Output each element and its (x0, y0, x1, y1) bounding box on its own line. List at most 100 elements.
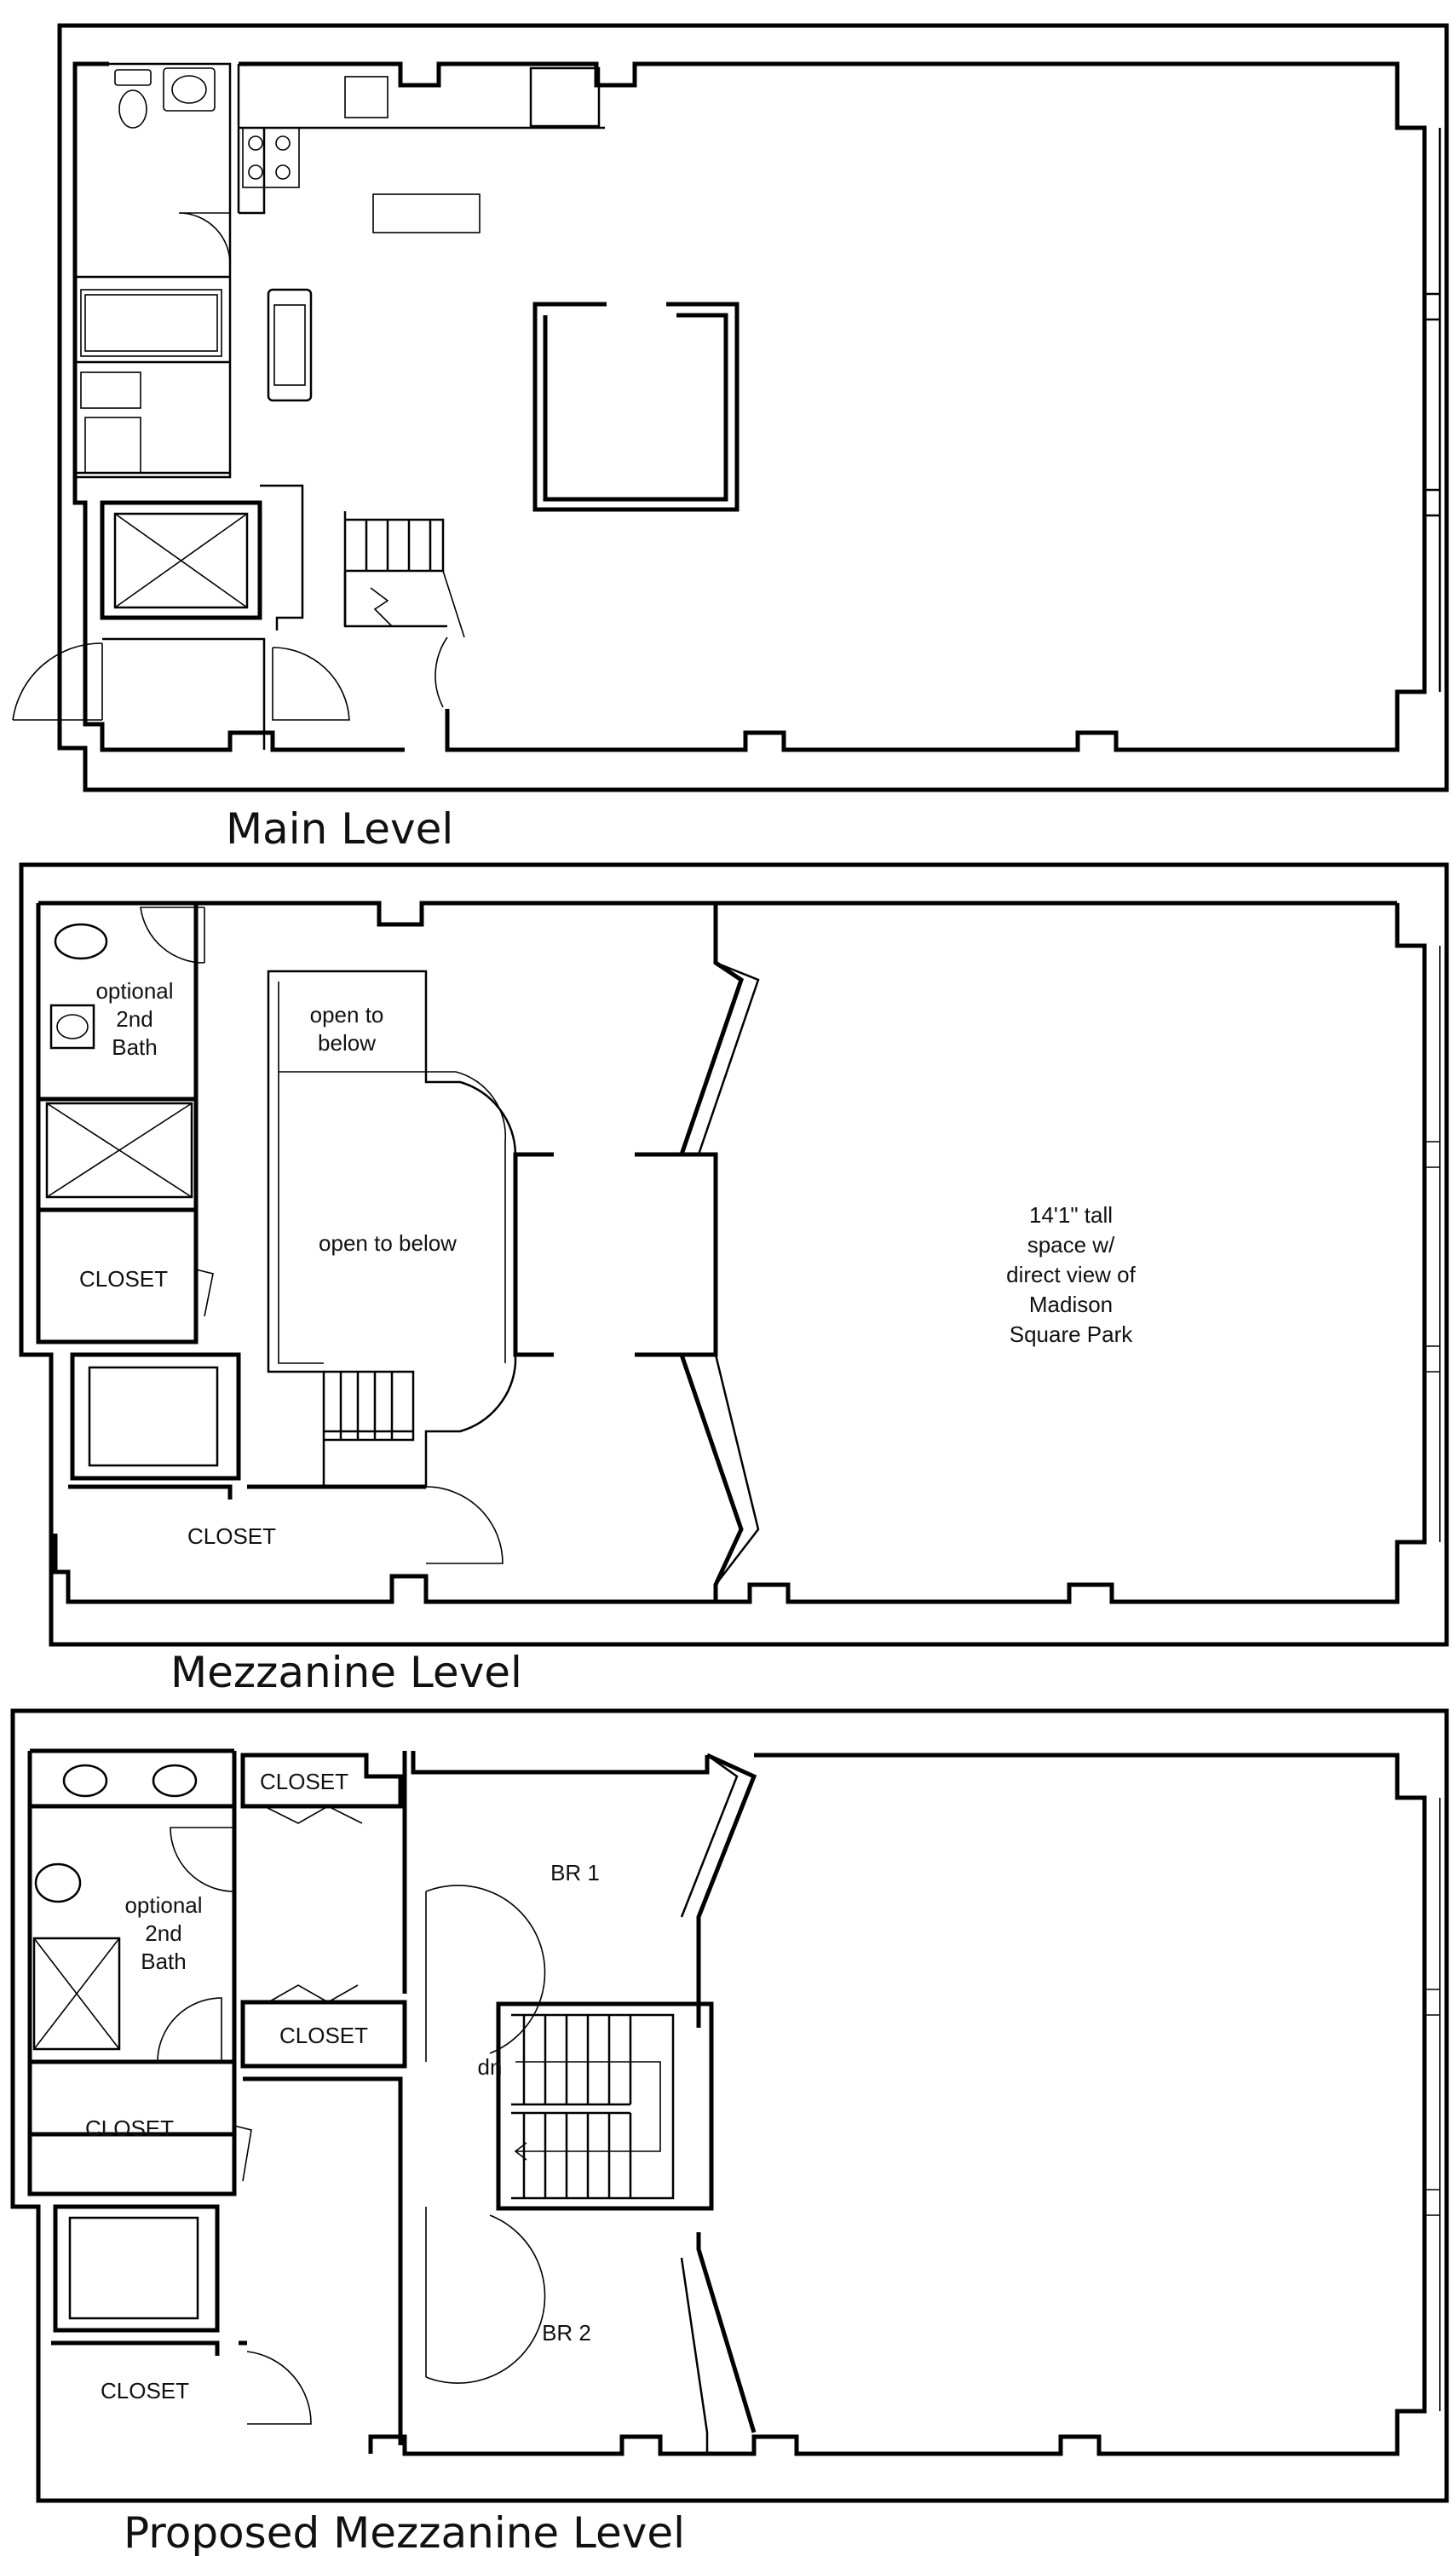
br2-label: BR 2 (542, 2320, 591, 2346)
open-to-below-small-1: open to (310, 1002, 384, 1028)
prop-closet-wall (51, 2340, 247, 2356)
prop-stair-enclosure (496, 2001, 714, 2211)
mezz-closet-wall (68, 1484, 426, 1500)
refrigerator-icon (529, 66, 601, 128)
prop-inner-wall (30, 1748, 1427, 2456)
elevator-shaft (100, 500, 262, 620)
prop-bath-door (170, 1827, 235, 1892)
sink-icon (163, 67, 216, 112)
prop-bath-label-1: optional (124, 1892, 202, 1918)
bifold-door-icon (263, 1805, 363, 1824)
mezz-outer-wall (19, 862, 1449, 1647)
bathtub-inner (84, 294, 218, 352)
bathtub-icon (80, 289, 222, 357)
sofa-icon (267, 288, 313, 402)
elevator-car (113, 512, 249, 609)
sink-basin-icon (171, 75, 207, 104)
main-windows (1423, 128, 1442, 692)
mezz-elevator-car (88, 1366, 219, 1467)
main-column-enclosure (532, 302, 740, 512)
shower-icon (32, 1937, 121, 2051)
prop-windows (1424, 1798, 1441, 2411)
prop-closet-bottom-label: CLOSET (101, 2378, 189, 2403)
mezz-inner-wall (38, 901, 1427, 1604)
entry-door-left (12, 642, 103, 721)
sink-icon (62, 1764, 108, 1798)
mezz-bath-label-3: Bath (112, 1034, 158, 1060)
stair-enclosure-wall (260, 484, 347, 630)
sink-icon (49, 1004, 95, 1050)
prop-hall-wall (243, 1751, 407, 2445)
mezz-bath-label-1: optional (95, 978, 173, 1004)
prop-closet-door (246, 2351, 312, 2425)
prop-stairs (511, 2013, 675, 2200)
prop-elevator-car (68, 2216, 199, 2320)
mezz-opening-outline (267, 970, 517, 1488)
sofa-seat (273, 304, 306, 386)
mezz-closet-door (425, 1486, 504, 1564)
mezz-bath-label-2: 2nd (116, 1006, 153, 1032)
burner-icon (275, 135, 291, 151)
bath-door-swing (178, 212, 231, 267)
main-outer-wall (57, 23, 1449, 792)
br1-door (425, 1885, 546, 2062)
prop-angled-wall (680, 1753, 739, 2454)
cooktop-icon (242, 127, 300, 188)
entry-door-right (272, 647, 350, 721)
open-to-below-small-2: below (318, 1030, 376, 1056)
burner-icon (248, 164, 263, 180)
prop-bath-walls (27, 1751, 237, 2196)
main-inner-wall (72, 61, 1427, 752)
main-bath-walls (75, 62, 232, 479)
prop-outer-wall (10, 1708, 1449, 2503)
prop-bath-door-2 (157, 1997, 222, 2063)
tall-space-label-1: 14'1" tall (1029, 1202, 1113, 1228)
mezz-bath-door (140, 907, 205, 964)
toilet-bowl-icon (118, 89, 147, 129)
prop-closet-top (240, 1753, 403, 1809)
toilet-icon (34, 1862, 82, 1903)
shower-cross (46, 1102, 193, 1198)
mezzanine-level-title: Mezzanine Level (170, 1648, 522, 1697)
mezzanine-level-plan: optional 2nd Bath open to below open to … (19, 862, 1449, 1697)
tall-space-label-5: Square Park (1010, 1321, 1134, 1347)
burner-icon (275, 164, 291, 180)
prop-closet-mid-label: CLOSET (279, 2023, 368, 2048)
mezz-elevator (70, 1352, 241, 1481)
sink-basin-icon (56, 1014, 89, 1039)
tall-space-label-3: direct view of (1006, 1262, 1136, 1287)
prop-bath-label-2: 2nd (145, 1920, 181, 1946)
tall-space-label-2: space w/ (1027, 1232, 1115, 1258)
stair-break-line (370, 587, 393, 627)
proposed-mezzanine-plan: CLOSET BR 1 optional 2nd Bath CLOSET dn … (10, 1708, 1449, 2556)
shower-cross (33, 1937, 120, 2050)
mezz-angled-wall (697, 961, 760, 1586)
mezz-opening-rail (278, 982, 507, 1364)
toilet-icon (54, 923, 108, 960)
mezz-bath-walls (36, 903, 199, 1344)
toilet-icon (114, 69, 152, 86)
mezz-column-left (513, 1152, 554, 1357)
stair-direction-arrow (514, 2061, 661, 2161)
kitchen-island (372, 193, 481, 233)
prop-closet-top-label: CLOSET (260, 1769, 348, 1794)
elevator-cross (114, 513, 248, 608)
stairs-down-label: dn (478, 2054, 503, 2080)
vestibule-wall (102, 637, 266, 750)
mezz-closet-a-label: CLOSET (79, 1266, 168, 1292)
sink-icon (152, 1764, 198, 1798)
prop-closet-mid (240, 2000, 407, 2069)
bifold-door-icon (268, 1984, 359, 2003)
stair-door-swing (434, 570, 465, 708)
main-stairs (343, 518, 447, 628)
prop-elevator (53, 2204, 220, 2333)
burner-icon (248, 135, 263, 151)
mezz-closet-b-label: CLOSET (187, 1523, 276, 1549)
mezz-column-right (635, 1152, 718, 1357)
tall-space-label-4: Madison (1029, 1292, 1113, 1317)
mezz-windows (1424, 946, 1441, 1542)
mezz-closet-door (195, 1269, 214, 1317)
open-to-below-label: open to below (319, 1230, 457, 1256)
prop-closet-door (233, 2125, 252, 2182)
